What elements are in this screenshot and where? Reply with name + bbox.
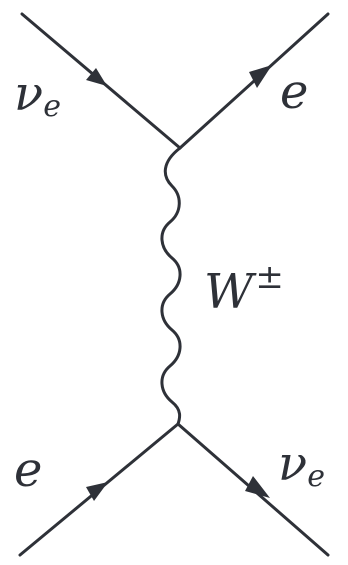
label-bottom-left: e	[14, 442, 42, 498]
label-bottom-right: νe	[278, 436, 325, 494]
w-boson-propagator	[160, 146, 182, 426]
bottom-right-arrow-icon	[245, 476, 270, 498]
label-top-right: e	[280, 64, 308, 120]
label-boson: W±	[204, 257, 284, 320]
bottom-left-arrow-icon	[86, 482, 108, 501]
top-right-arrow-icon	[249, 65, 272, 88]
top-left-arrow-icon	[86, 68, 107, 86]
label-top-left: νe	[14, 66, 61, 124]
